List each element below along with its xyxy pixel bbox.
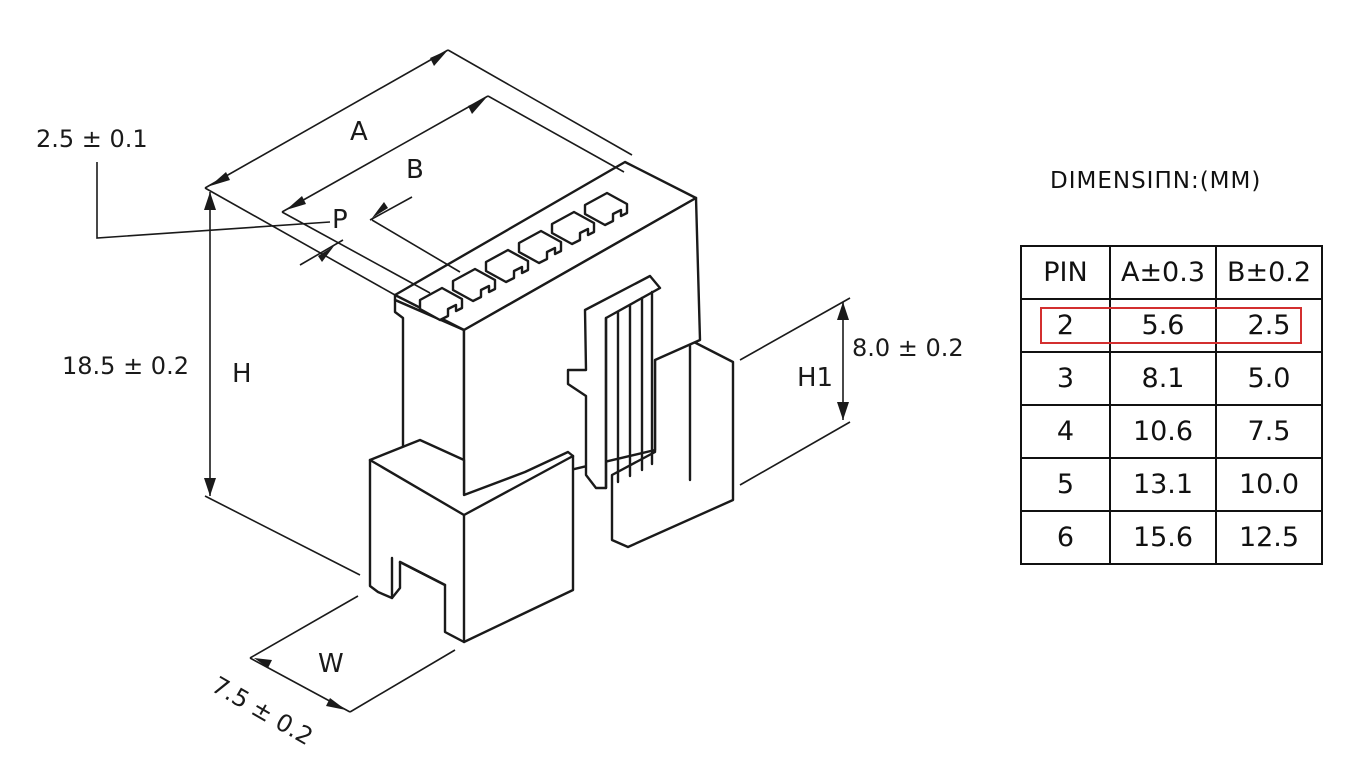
label-h: H — [232, 359, 252, 389]
housing — [393, 160, 702, 497]
latch — [566, 274, 662, 490]
dim-pitch-value: 2.5 ± 0.1 — [36, 125, 148, 153]
dimension-table: PIN A±0.3 B±0.2 2 5.6 2.5 3 8.1 5.0 4 10… — [1020, 245, 1323, 565]
pin-cavity — [517, 229, 563, 265]
pin-cavity — [451, 267, 497, 303]
cell-pin: 5 — [1020, 457, 1111, 512]
pin-cavity — [550, 210, 596, 246]
rear-block — [610, 338, 735, 549]
label-b: B — [406, 155, 424, 185]
table-row: 2 5.6 2.5 — [1020, 298, 1323, 353]
dim-height-value: 18.5 ± 0.2 — [62, 352, 189, 380]
table-row: 5 13.1 10.0 — [1020, 457, 1323, 512]
cell-a: 15.6 — [1109, 510, 1217, 565]
cell-b: 7.5 — [1215, 404, 1323, 459]
dim-width-value: 7.5 ± 0.2 — [207, 671, 318, 751]
table-header-row: PIN A±0.3 B±0.2 — [1020, 245, 1323, 300]
front-block — [368, 438, 575, 644]
pin-cavity — [583, 191, 629, 227]
cell-b: 10.0 — [1215, 457, 1323, 512]
label-w: W — [318, 649, 344, 679]
cell-a: 10.6 — [1109, 404, 1217, 459]
pin-cavities — [418, 191, 629, 322]
cell-pin: 3 — [1020, 351, 1111, 406]
pin-cavity — [484, 248, 530, 284]
table-row: 4 10.6 7.5 — [1020, 404, 1323, 459]
dim-h1-value: 8.0 ± 0.2 — [852, 334, 964, 362]
pin-cavity — [418, 286, 464, 322]
dimension-lines — [96, 49, 851, 713]
cell-a: 8.1 — [1109, 351, 1217, 406]
cell-a: 13.1 — [1109, 457, 1217, 512]
header-b: B±0.2 — [1215, 245, 1323, 300]
cell-b: 5.0 — [1215, 351, 1323, 406]
cell-pin: 2 — [1020, 298, 1111, 353]
header-pin: PIN — [1020, 245, 1111, 300]
label-h1: H1 — [797, 363, 833, 393]
cell-pin: 6 — [1020, 510, 1111, 565]
table-row: 6 15.6 12.5 — [1020, 510, 1323, 565]
cell-b: 12.5 — [1215, 510, 1323, 565]
table-row: 3 8.1 5.0 — [1020, 351, 1323, 406]
dimension-table-title: DIMENSIΠN:(MM) — [1050, 168, 1262, 194]
cell-b: 2.5 — [1215, 298, 1323, 353]
label-a: A — [350, 117, 368, 147]
cell-a: 5.6 — [1109, 298, 1217, 353]
header-a: A±0.3 — [1109, 245, 1217, 300]
label-p: P — [332, 205, 348, 235]
cell-pin: 4 — [1020, 404, 1111, 459]
